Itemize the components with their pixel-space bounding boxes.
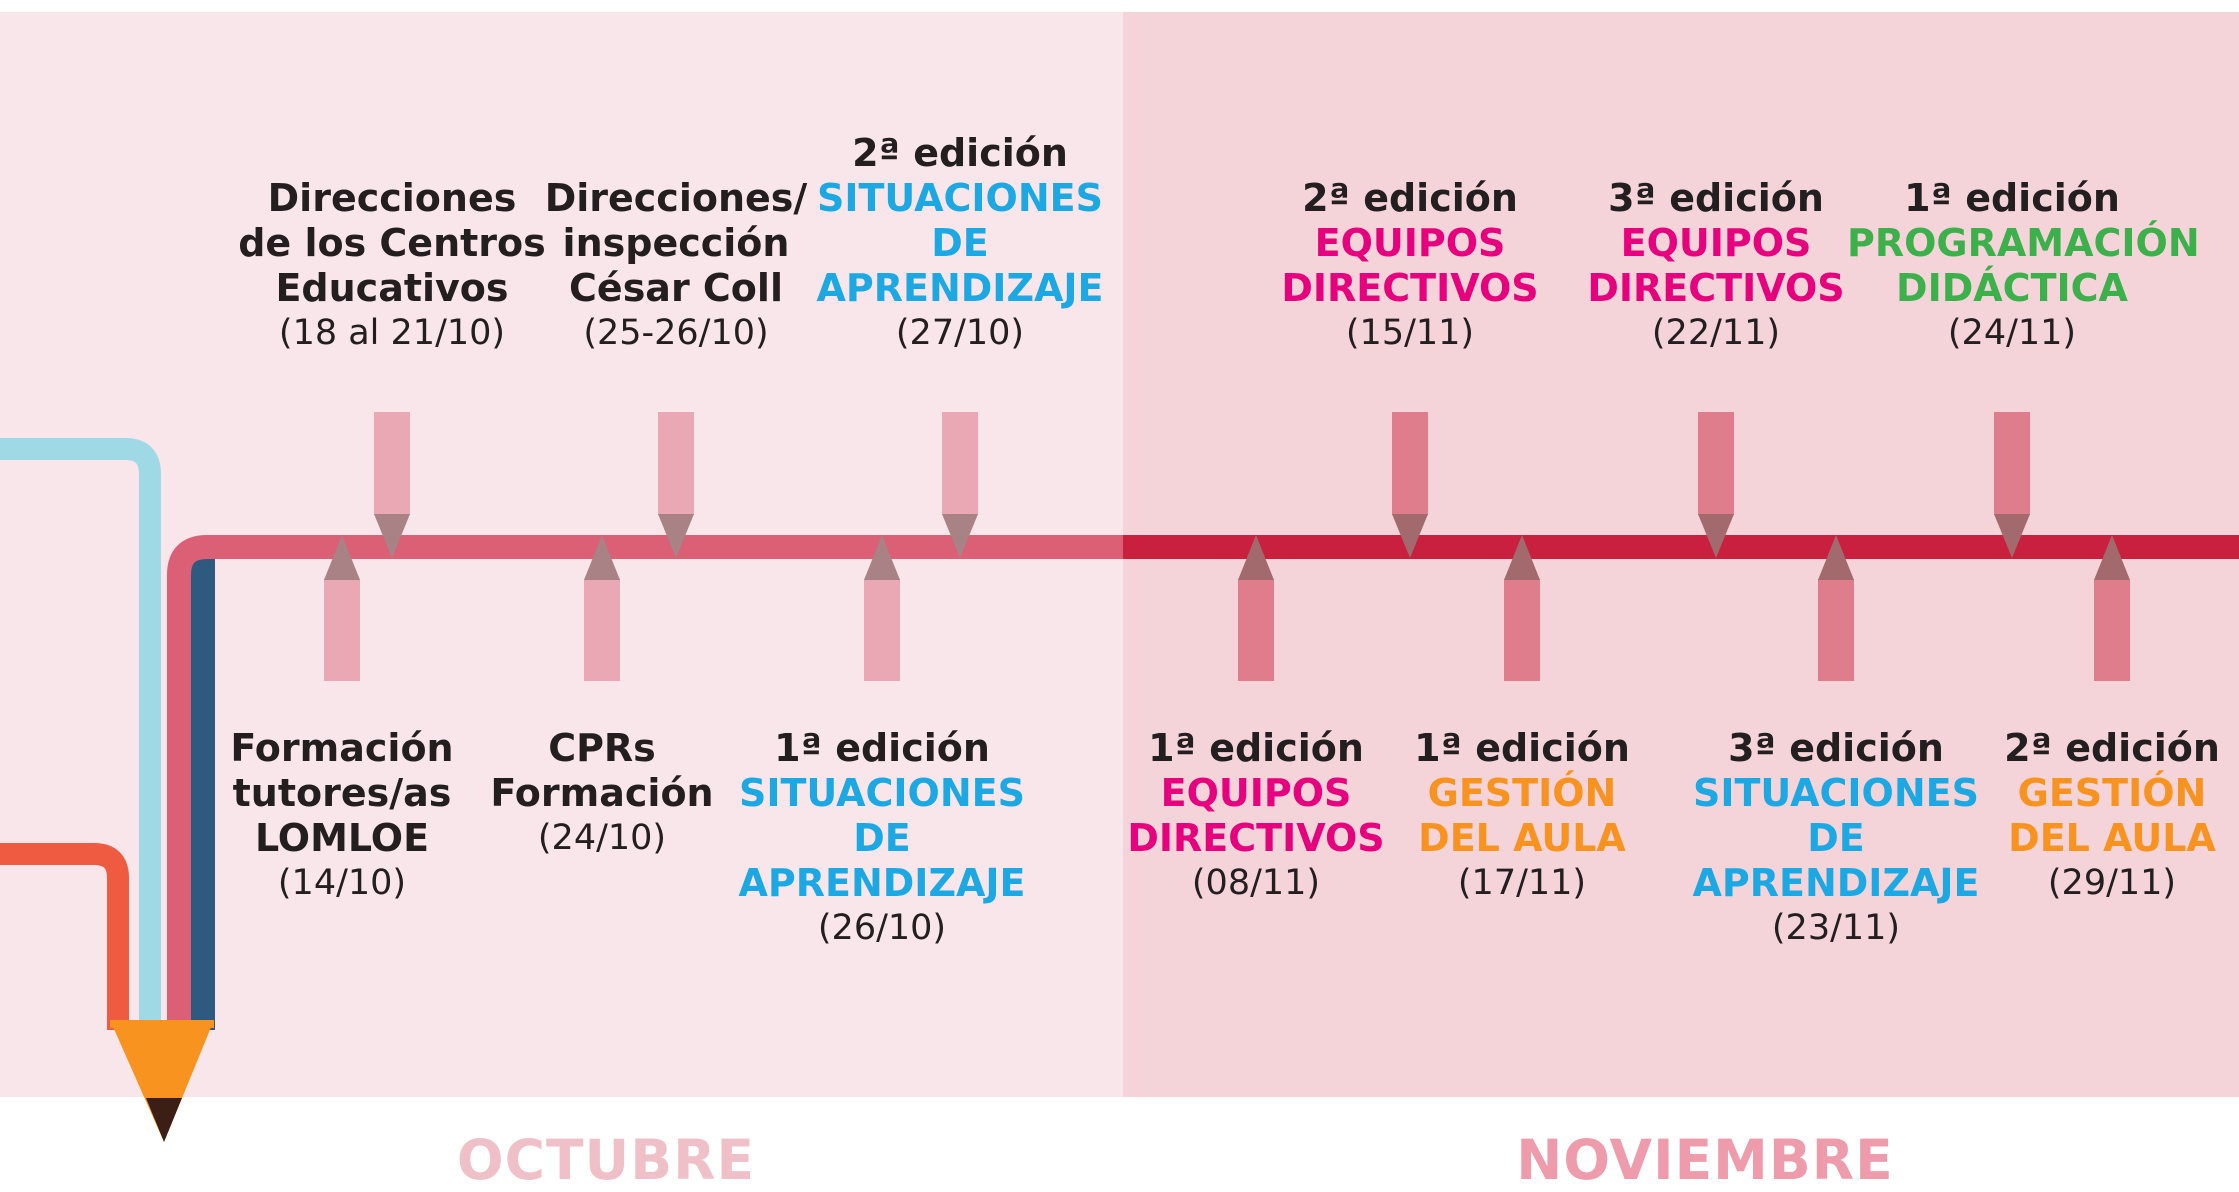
bottom-arrow-marker-0 bbox=[324, 535, 360, 681]
program-name-line: APRENDIZAJE bbox=[1692, 861, 1980, 905]
event-date: (08/11) bbox=[1191, 863, 1321, 903]
edition-label: 2ª edición bbox=[2004, 726, 2220, 770]
timeline-line-october bbox=[167, 535, 1125, 1030]
top-arrow-marker-0 bbox=[374, 412, 410, 558]
program-name-line: APRENDIZAJE bbox=[816, 266, 1104, 310]
event-title-line: Direcciones/ bbox=[544, 176, 808, 220]
program-name-line: DIRECTIVOS bbox=[1281, 266, 1539, 310]
event-date: (25-26/10) bbox=[583, 313, 769, 353]
event-date: (26/10) bbox=[817, 908, 947, 948]
event-date: (14/10) bbox=[277, 863, 407, 903]
pencil-tip bbox=[110, 1020, 214, 1142]
event-title-line: LOMLOE bbox=[254, 816, 430, 860]
bottom-arrow-marker-1 bbox=[584, 535, 620, 681]
top-arrow-marker-1 bbox=[658, 412, 694, 558]
timeline-line-november bbox=[1123, 535, 2239, 559]
bottom-arrow-marker-5 bbox=[1818, 535, 1854, 681]
edition-label: 1ª edición bbox=[1904, 176, 2120, 220]
edition-label: 3ª edición bbox=[1608, 176, 1824, 220]
edition-label: 2ª edición bbox=[1302, 176, 1518, 220]
top-arrow-marker-3 bbox=[1392, 412, 1428, 558]
program-name-line: DEL AULA bbox=[1418, 816, 1626, 860]
program-name-line: DE bbox=[853, 816, 911, 860]
top-arrow-marker-4 bbox=[1698, 412, 1734, 558]
program-name-line: DIRECTIVOS bbox=[1587, 266, 1845, 310]
event-title-line: Educativos bbox=[275, 266, 509, 310]
program-name-line: EQUIPOS bbox=[1620, 221, 1812, 265]
event-date: (22/11) bbox=[1651, 313, 1781, 353]
event-title-line: Formación bbox=[230, 726, 454, 770]
program-name-line: SITUACIONES bbox=[739, 771, 1025, 815]
event-title-line: Formación bbox=[490, 771, 714, 815]
event-date: (15/11) bbox=[1345, 313, 1475, 353]
event-date: (27/10) bbox=[895, 313, 1025, 353]
bottom-arrow-marker-4 bbox=[1504, 535, 1540, 681]
event-title-line: tutores/as bbox=[232, 771, 452, 815]
program-name-line: EQUIPOS bbox=[1160, 771, 1352, 815]
top-arrow-marker-5 bbox=[1994, 412, 2030, 558]
program-name-line: DE bbox=[1807, 816, 1865, 860]
program-name-line: SITUACIONES bbox=[817, 176, 1103, 220]
event-title-line: César Coll bbox=[569, 266, 783, 310]
month-october: OCTUBRE bbox=[456, 1128, 756, 1192]
blue-strand bbox=[0, 438, 161, 1030]
program-name-line: APRENDIZAJE bbox=[738, 861, 1026, 905]
event-title-line: CPRs bbox=[548, 726, 656, 770]
program-name-line: EQUIPOS bbox=[1314, 221, 1506, 265]
orange-strand bbox=[0, 843, 129, 1030]
program-name-line: DIDÁCTICA bbox=[1896, 266, 2128, 310]
event-date: (24/11) bbox=[1947, 313, 2077, 353]
event-title-line: inspección bbox=[562, 221, 790, 265]
month-november: NOVIEMBRE bbox=[1516, 1128, 1894, 1192]
event-date: (24/10) bbox=[537, 818, 667, 858]
edition-label: 1ª edición bbox=[1414, 726, 1630, 770]
program-name-line: SITUACIONES bbox=[1693, 771, 1979, 815]
bottom-arrow-marker-2 bbox=[864, 535, 900, 681]
program-name-line: GESTIÓN bbox=[2017, 771, 2207, 815]
event-date: (23/11) bbox=[1771, 908, 1901, 948]
edition-label: 2ª edición bbox=[852, 131, 1068, 175]
event-date: (17/11) bbox=[1457, 863, 1587, 903]
program-name-line: DIRECTIVOS bbox=[1127, 816, 1385, 860]
bottom-arrow-marker-6 bbox=[2094, 535, 2130, 681]
program-name-line: GESTIÓN bbox=[1427, 771, 1617, 815]
edition-label: 3ª edición bbox=[1728, 726, 1944, 770]
event-date: (29/11) bbox=[2047, 863, 2177, 903]
program-name-line: DE bbox=[931, 221, 989, 265]
event-title-line: Direcciones bbox=[267, 176, 517, 220]
bottom-arrow-marker-3 bbox=[1238, 535, 1274, 681]
event-date: (18 al 21/10) bbox=[278, 313, 506, 353]
event-title-line: de los Centros bbox=[238, 221, 546, 265]
program-name-line: DEL AULA bbox=[2008, 816, 2216, 860]
pencil-lead bbox=[146, 1098, 182, 1142]
edition-label: 1ª edición bbox=[774, 726, 990, 770]
top-arrow-marker-2 bbox=[942, 412, 978, 558]
edition-label: 1ª edición bbox=[1148, 726, 1364, 770]
program-name-line: PROGRAMACIÓN bbox=[1847, 221, 2200, 265]
